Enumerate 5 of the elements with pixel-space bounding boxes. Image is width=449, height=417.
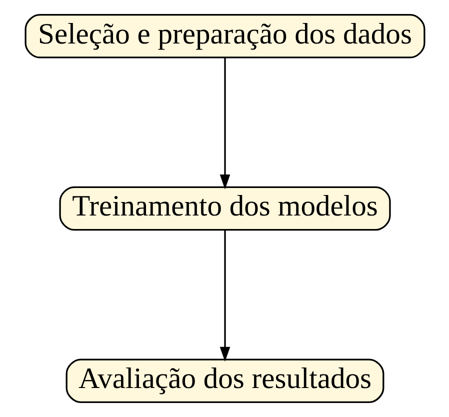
node-box: Seleção e preparação dos dados [24,14,425,58]
arrow [219,230,230,362]
node-box: Treinamento dos modelos [58,186,390,231]
node-box: Avaliação dos resultados [65,358,384,403]
arrow [219,58,230,190]
